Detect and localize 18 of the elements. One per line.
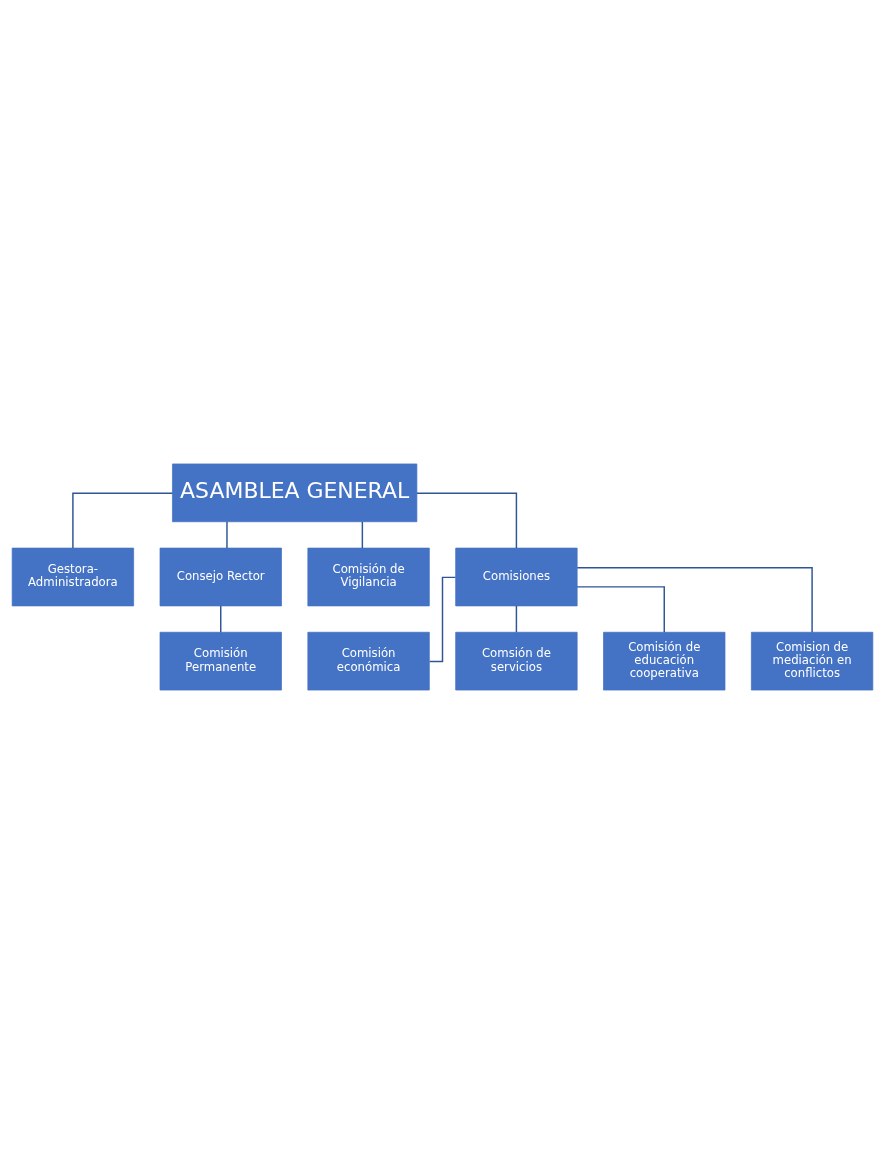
node-box: ASAMBLEA GENERAL [172,463,418,523]
node-box: Comisión de Vigilancia [307,547,430,607]
node-box: Comsión de servicios [455,631,578,691]
connector [416,492,518,549]
node-box: Comisión Permanente [159,631,282,691]
connector [576,567,813,633]
node-box: Comisión de educación cooperativa [603,631,726,691]
connector [72,492,174,549]
node-box: Comisiones [455,547,578,607]
connector [515,605,518,633]
node-box: Comision de mediación en conflictos [751,631,874,691]
node-box: Consejo Rector [159,547,282,607]
node-box: Gestora-Administradora [11,547,134,607]
connector [220,605,222,633]
connector [361,521,364,549]
node-box: Comisión económica [307,631,430,691]
connector [226,521,228,549]
connector [576,586,665,633]
